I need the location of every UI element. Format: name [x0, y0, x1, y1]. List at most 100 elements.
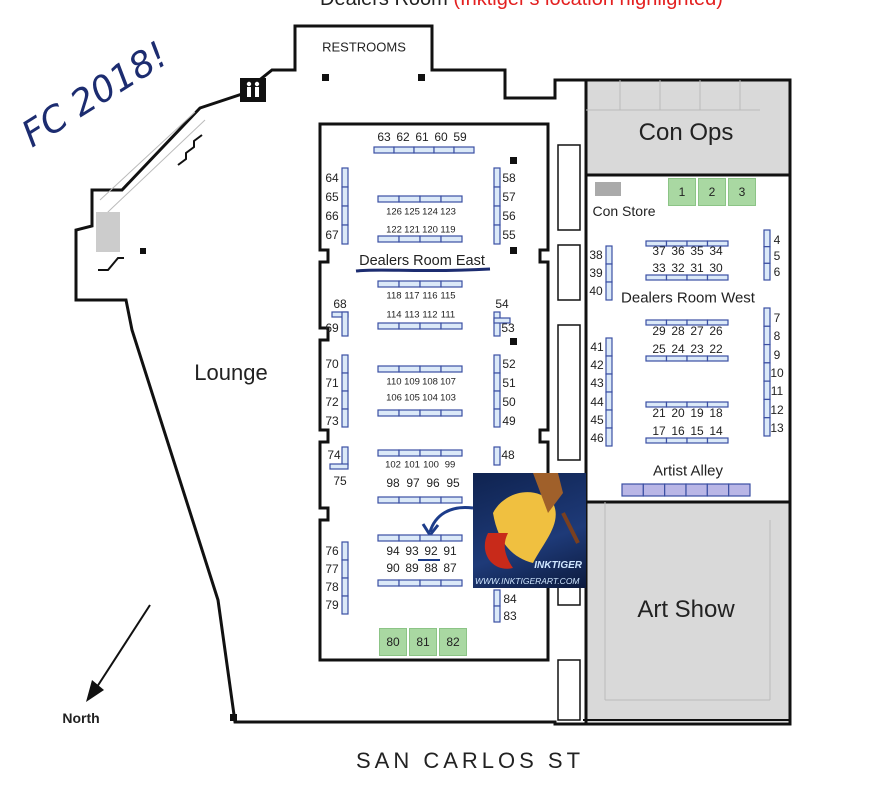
table-segment: [493, 167, 501, 188]
table-segment: [377, 365, 400, 373]
table-segment: [398, 365, 421, 373]
table-segment: [341, 186, 349, 207]
lounge-label: Lounge: [194, 360, 268, 385]
booth-79: 79: [325, 598, 339, 612]
booth-69: 69: [325, 321, 339, 335]
booth-111: 111: [440, 309, 456, 321]
table-segment: [706, 437, 729, 444]
booth-76: 76: [325, 544, 339, 558]
booth-123: 123: [440, 206, 456, 218]
table-segment: [493, 186, 501, 207]
booth-84: 84: [503, 592, 517, 606]
table-segment: [763, 398, 771, 419]
table-segment: [377, 195, 400, 203]
table-segment: [665, 355, 688, 362]
table-segment: [605, 427, 613, 447]
booth-88: 88: [424, 561, 438, 575]
booth-48: 48: [501, 448, 515, 462]
booth-93: 93: [405, 544, 419, 558]
booth-61: 61: [415, 130, 429, 144]
table-segment: [664, 483, 687, 497]
dealers-east-label: Dealers Room East: [359, 253, 485, 269]
restroom-elevator-icon: [240, 78, 266, 102]
booth-37: 37: [652, 244, 666, 258]
table-segment: [341, 224, 349, 245]
table-segment: [706, 355, 729, 362]
booth-113: 113: [404, 309, 420, 321]
promo-url: WWW.INKTIGERART.COM: [475, 576, 580, 586]
building-outline: [74, 24, 792, 726]
table-segment: [377, 534, 400, 542]
booth-67: 67: [325, 228, 339, 242]
character-art: [484, 473, 580, 569]
booth-75: 75: [333, 474, 347, 488]
table-segment: [665, 274, 688, 281]
booth-16: 16: [671, 424, 685, 438]
table-segment: [440, 449, 463, 457]
map-title: Dealers Room (Inktiger's location highli…: [320, 0, 723, 11]
table-segment: [493, 605, 501, 623]
booth-26: 26: [709, 324, 723, 338]
escalator: [96, 212, 120, 252]
table-segment: [605, 373, 613, 393]
table-segment: [433, 146, 455, 154]
booth-23: 23: [690, 342, 704, 356]
table-segment: [493, 311, 501, 337]
title-text: Dealers Room: [320, 0, 448, 10]
table-segment: [763, 325, 771, 346]
table-segment: [341, 577, 349, 597]
table-segment: [440, 496, 463, 504]
booth-114: 114: [386, 309, 402, 321]
table-segment: [440, 579, 463, 587]
table-segment: [377, 496, 400, 504]
restrooms-label: RESTROOMS: [322, 39, 406, 55]
booth-107: 107: [440, 376, 456, 388]
table-segment: [419, 449, 442, 457]
booth-83: 83: [503, 609, 517, 623]
artist-alley-label: Artist Alley: [652, 462, 724, 480]
booth-87: 87: [443, 561, 457, 575]
table-segment: [686, 437, 709, 444]
booth-103: 103: [440, 392, 456, 404]
booth-51: 51: [502, 376, 516, 390]
table-segment: [341, 205, 349, 226]
con-store-label: Con Store: [592, 203, 656, 219]
booth-31: 31: [690, 261, 704, 275]
table-segment: [341, 595, 349, 615]
table-segment: [605, 355, 613, 375]
booth-42: 42: [590, 358, 604, 373]
table-segment: [605, 245, 613, 265]
booth-118: 118: [386, 290, 402, 302]
booth-92: 92: [424, 544, 438, 558]
booth-119: 119: [440, 224, 456, 236]
booth-90: 90: [386, 561, 400, 575]
table-segment: [763, 417, 771, 437]
booth-30: 30: [709, 261, 723, 275]
booth-71: 71: [325, 376, 339, 390]
table-segment: [341, 167, 349, 188]
table-segment: [440, 235, 463, 243]
table-segment: [685, 483, 708, 497]
title-highlight-note: (Inktiger's location highlighted): [453, 0, 723, 10]
booth-56: 56: [502, 209, 516, 223]
booth-106: 106: [386, 392, 402, 404]
booth-27: 27: [690, 324, 704, 338]
booth-22: 22: [709, 342, 723, 356]
table-segment: [440, 365, 463, 373]
street-label: SAN CARLOS ST: [355, 748, 585, 773]
booth-54: 54: [495, 297, 509, 311]
table-segment: [645, 437, 668, 444]
booth-3: 3: [728, 178, 756, 206]
table-segment: [763, 229, 771, 248]
booth-29: 29: [652, 324, 666, 338]
table-segment: [763, 380, 771, 401]
booth-9: 9: [773, 347, 781, 362]
table-segment: [493, 317, 511, 324]
booth-10: 10: [770, 365, 784, 380]
booth-59: 59: [453, 130, 467, 144]
table-segment: [493, 372, 501, 392]
table-segment: [440, 195, 463, 203]
table-segment: [605, 409, 613, 429]
table-segment: [665, 437, 688, 444]
